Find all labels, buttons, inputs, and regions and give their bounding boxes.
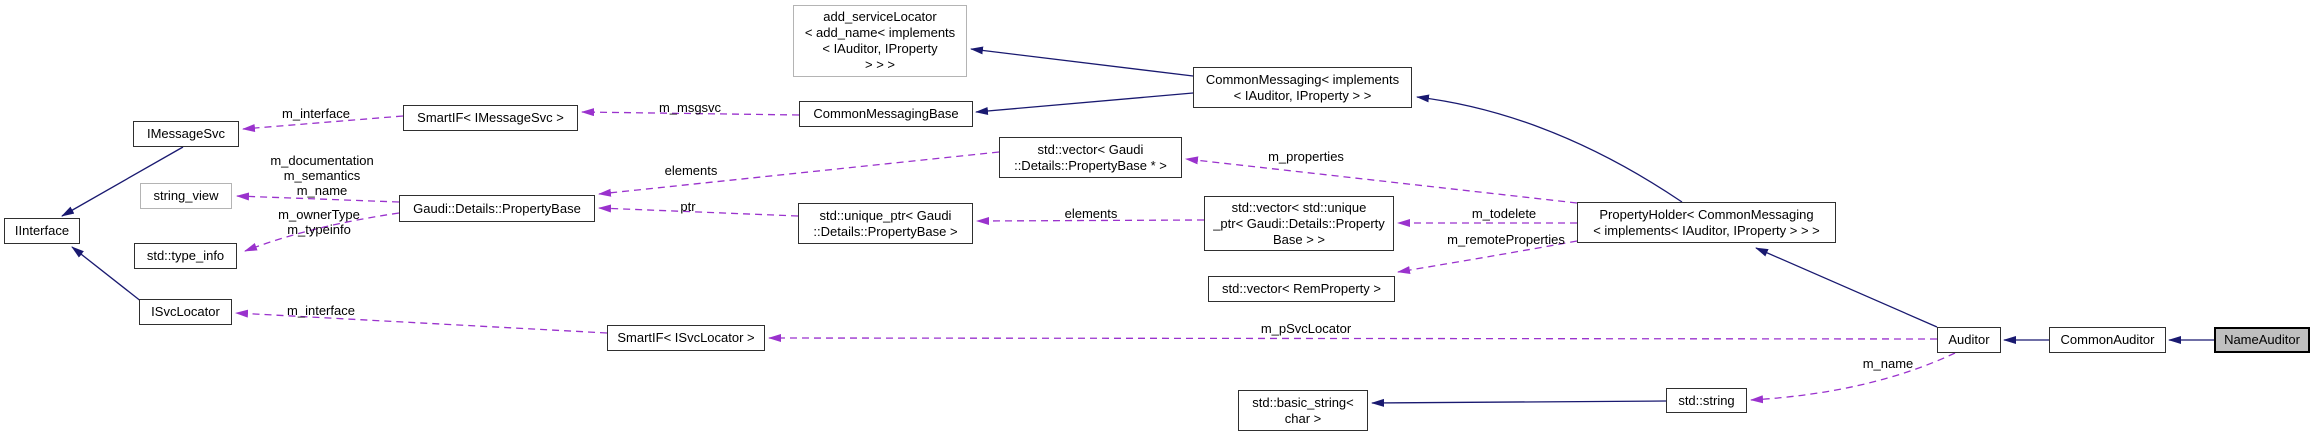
edge-label-m-psvclocator: m_pSvcLocator	[1260, 321, 1352, 336]
edge-usage-propertyholder-vectorremproperty	[1397, 240, 1578, 274]
node-gaudi-details-propertybase[interactable]: Gaudi::Details::PropertyBase	[399, 195, 595, 222]
edge-label-m-todelete: m_todelete	[1471, 206, 1537, 221]
node-smartif-imessagesvc[interactable]: SmartIF< IMessageSvc >	[403, 105, 578, 131]
node-string-view: string_view	[140, 183, 232, 209]
edge-usage-commonmessagingbase-smartifimessagesvc	[581, 108, 800, 117]
edge-usage-auditor-stdstring	[1750, 352, 1956, 404]
edge-label-m-documentation-m-semantics-m-name: m_documentation m_semantics m_name	[270, 153, 374, 198]
edge-usage-vectorpropertybaseptr-propertybase	[598, 151, 1000, 197]
edge-label-m-ownertype-m-typeinfo: m_ownerType m_typeinfo	[278, 207, 360, 237]
edge-label-m-interface-imessagesvc: m_interface	[282, 106, 350, 121]
edge-label-m-msgsvc: m_msgsvc	[658, 100, 722, 115]
node-vector-unique-ptr[interactable]: std::vector< std::unique _ptr< Gaudi::De…	[1204, 196, 1394, 251]
node-vector-remproperty[interactable]: std::vector< RemProperty >	[1208, 276, 1395, 302]
edge-usage-propertybase-typeinfo	[244, 212, 400, 252]
edge-label-m-interface-isvclocator: m_interface	[287, 303, 355, 318]
edge-usage-uniqueptr-propertybase	[598, 204, 799, 217]
edge-usage-auditor-smartifisvclocator	[768, 334, 1938, 343]
edge-usage-propertyholder-vectorpropertybaseptr	[1185, 156, 1578, 204]
node-std-basic-string[interactable]: std::basic_string< char >	[1238, 390, 1368, 431]
node-propertyholder[interactable]: PropertyHolder< CommonMessaging < implem…	[1577, 202, 1836, 243]
node-unique-ptr-propertybase[interactable]: std::unique_ptr< Gaudi ::Details::Proper…	[798, 203, 973, 244]
edge-inherit-commonmessaging-addservicelocator	[970, 46, 1194, 77]
node-smartif-isvclocator[interactable]: SmartIF< ISvcLocator >	[607, 325, 765, 351]
edge-label-m-properties: m_properties	[1268, 149, 1344, 164]
node-commonmessaging[interactable]: CommonMessaging< implements < IAuditor, …	[1193, 67, 1412, 108]
node-auditor[interactable]: Auditor	[1937, 327, 2001, 353]
edge-usage-smartifisvclocator-isvclocator	[235, 309, 608, 334]
edge-inherit-stdstring-basicstring	[1371, 398, 1667, 407]
edge-inherit-commonmessaging-commonmessagingbase	[975, 92, 1194, 115]
node-vector-propertybase-ptr[interactable]: std::vector< Gaudi ::Details::PropertyBa…	[999, 137, 1182, 178]
edge-label-elements-2: elements	[1064, 206, 1118, 221]
edge-inherit-auditor-propertyholder	[1755, 247, 1938, 328]
node-std-type-info[interactable]: std::type_info	[134, 243, 237, 269]
edge-inherit-propertyholder-commonmessaging	[1416, 94, 1683, 203]
edge-usage-vectoruniqueptr-uniqueptr	[976, 216, 1205, 225]
node-isvclocator[interactable]: ISvcLocator	[139, 299, 232, 325]
node-commonauditor[interactable]: CommonAuditor	[2049, 327, 2166, 353]
edge-inherit-imessagesvc-iinterface	[61, 146, 184, 217]
node-imessagesvc[interactable]: IMessageSvc	[133, 121, 239, 147]
node-add-servicelocator: add_serviceLocator < add_name< implement…	[793, 5, 967, 77]
edge-label-m-remoteproperties: m_remoteProperties	[1447, 232, 1565, 247]
edge-usage-propertybase-stringview	[236, 192, 400, 203]
node-std-string[interactable]: std::string	[1666, 388, 1747, 413]
node-iinterface[interactable]: IInterface	[4, 218, 80, 244]
node-nameauditor: NameAuditor	[2214, 327, 2310, 353]
edge-label-ptr: ptr	[680, 199, 696, 214]
edge-usage-smartifimessagesvc-imessagesvc	[242, 115, 404, 133]
node-commonmessagingbase[interactable]: CommonMessagingBase	[799, 101, 973, 127]
edge-label-m-name: m_name	[1862, 356, 1914, 371]
edge-inherit-isvclocator-iinterface	[71, 246, 143, 303]
edge-label-elements-1: elements	[664, 163, 718, 178]
